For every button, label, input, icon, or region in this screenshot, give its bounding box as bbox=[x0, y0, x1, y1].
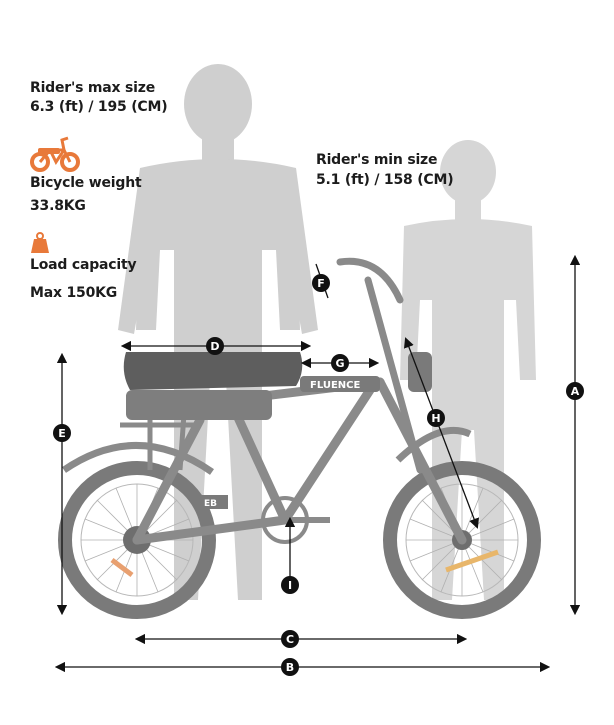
dimension-lines bbox=[54, 254, 581, 673]
rider-min-value: 5.1 (ft) / 158 (CM) bbox=[316, 172, 454, 188]
svg-text:G: G bbox=[335, 357, 344, 370]
svg-text:B: B bbox=[286, 661, 294, 674]
svg-text:I: I bbox=[288, 579, 292, 592]
bicycle-weight-label: Bicycle weight bbox=[30, 175, 142, 191]
frame-brand-text: FLUENCE bbox=[310, 380, 361, 391]
svg-text:H: H bbox=[431, 412, 440, 425]
bicycle-icon bbox=[30, 136, 80, 172]
svg-text:F: F bbox=[317, 277, 325, 290]
load-capacity-label: Load capacity bbox=[30, 257, 137, 273]
marker-d: D bbox=[206, 337, 224, 355]
rider-max-value: 6.3 (ft) / 195 (CM) bbox=[30, 99, 168, 115]
svg-text:D: D bbox=[210, 340, 219, 353]
frame-badge-text: EB bbox=[204, 499, 217, 509]
dimension-markers: A B C D E F G H I bbox=[53, 274, 584, 676]
weight-icon bbox=[31, 232, 49, 253]
marker-e: E bbox=[53, 424, 71, 442]
load-capacity-value: Max 150KG bbox=[30, 285, 118, 301]
svg-text:C: C bbox=[286, 633, 294, 646]
marker-f: F bbox=[312, 274, 330, 292]
marker-i: I bbox=[281, 576, 299, 594]
marker-b: B bbox=[281, 658, 299, 676]
marker-c: C bbox=[281, 630, 299, 648]
rider-min-label: Rider's min size bbox=[316, 152, 438, 168]
marker-a: A bbox=[566, 382, 584, 400]
svg-text:A: A bbox=[571, 385, 580, 398]
marker-h: H bbox=[427, 409, 445, 427]
rider-max-label: Rider's max size bbox=[30, 80, 156, 96]
marker-g: G bbox=[331, 354, 349, 372]
svg-text:E: E bbox=[58, 427, 66, 440]
bicycle-weight-value: 33.8KG bbox=[30, 198, 86, 214]
